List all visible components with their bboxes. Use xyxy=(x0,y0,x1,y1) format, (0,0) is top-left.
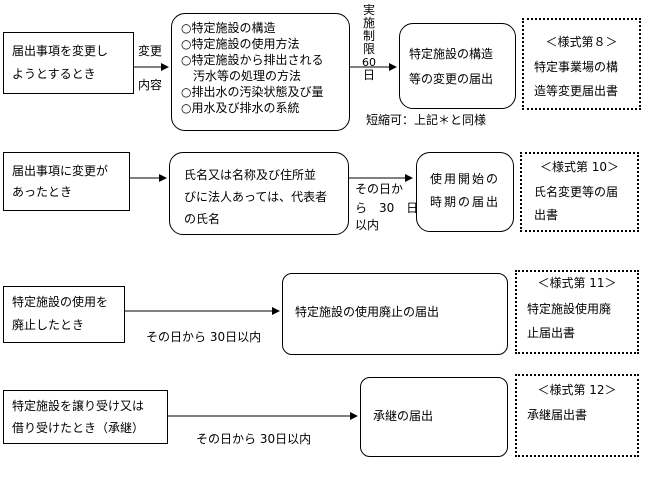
row2-result-box: 使用開始の 時期の届出 xyxy=(416,152,514,232)
row1-result-box: 特定施設の構造 等の変更の届出 xyxy=(399,23,516,109)
row2-deadline-line1: その日か xyxy=(355,182,404,196)
row1-form-box: ＜様式第８＞ 特定事業場の構 造等変更届出書 xyxy=(522,18,641,110)
row2-result-line2: 時期の届出 xyxy=(430,195,501,209)
row1-deadline-char: 限 xyxy=(362,42,375,56)
row4-trigger-line1: 特定施設を譲り受け又は xyxy=(12,399,145,413)
row4-form-name-1: 承継届出書 xyxy=(527,408,588,422)
row2-result-line1: 使用開始の xyxy=(430,172,501,186)
row4-result-box: 承継の届出 xyxy=(360,377,508,457)
row1-edge-label-2: 内容 xyxy=(138,78,163,92)
row2-form-number: ＜様式第 10＞ xyxy=(539,160,620,174)
row1-deadline-char: 日 xyxy=(362,68,375,82)
row3-result-box: 特定施設の使用廃止の届出 xyxy=(282,273,508,355)
row3-form-number: ＜様式第 11＞ xyxy=(537,276,617,290)
row2-item: 氏名又は名称及び住所並 xyxy=(184,168,317,182)
row1-note: 短縮可：上記＊と同様 xyxy=(366,113,487,127)
row1-trigger-line2: ようとするとき xyxy=(12,67,96,81)
row1-form-name-1: 特定事業場の構 xyxy=(534,60,619,74)
row1-item: ○特定施設の使用方法 xyxy=(181,37,300,51)
row1-item: ○特定施設から排出される xyxy=(181,53,324,67)
row4-form-number: ＜様式第 12＞ xyxy=(537,383,617,397)
row1-item: ○特定施設の構造 xyxy=(181,21,276,35)
row2-deadline-line2: ら 30 日 xyxy=(355,201,419,215)
row1-item: ○用水及び排水の系統 xyxy=(181,101,300,115)
row3-trigger-line2: 廃止したとき xyxy=(12,318,85,332)
row4-trigger-box: 特定施設を譲り受け又は 借り受けたとき（承継） xyxy=(3,390,168,444)
row1-deadline-char: 60 xyxy=(362,56,376,69)
row3-deadline: その日から 30日以内 xyxy=(146,330,262,344)
row2-items-box: 氏名又は名称及び住所並 びに法人あっては、代表者 の氏名 xyxy=(169,152,349,235)
row2-deadline-line3: 以内 xyxy=(355,218,380,232)
row1-deadline-char: 施 xyxy=(362,16,375,30)
row3-result: 特定施設の使用廃止の届出 xyxy=(295,305,440,319)
row4-trigger-line2: 借り受けたとき（承継） xyxy=(12,421,145,435)
row1-result-line1: 特定施設の構造 xyxy=(409,47,494,61)
row3-form-box: ＜様式第 11＞ 特定施設使用廃 止届出書 xyxy=(515,270,639,354)
row3-trigger-line1: 特定施設の使用を xyxy=(12,295,109,309)
row2-form-name-1: 氏名変更等の届 xyxy=(534,185,619,199)
row1-deadline-char: 実 xyxy=(362,3,375,17)
row4-deadline: その日から 30日以内 xyxy=(196,432,312,446)
row3-form-name-2: 止届出書 xyxy=(527,326,576,340)
row2-trigger-box: 届出事項に変更が あったとき xyxy=(3,152,130,211)
row1-items-box: ○特定施設の構造 ○特定施設の使用方法 ○特定施設から排出される 汚水等の処理の… xyxy=(171,13,350,131)
row2-form-name-2: 出書 xyxy=(534,208,559,222)
row1-form-number: ＜様式第８＞ xyxy=(545,35,618,49)
row1-trigger-box: 届出事項を変更し ようとするとき xyxy=(3,32,134,94)
row4-form-box: ＜様式第 12＞ 承継届出書 xyxy=(515,374,639,457)
row1-form-name-2: 造等変更届出書 xyxy=(534,84,619,98)
row1-trigger-line1: 届出事項を変更し xyxy=(12,44,109,58)
row3-form-name-1: 特定施設使用廃 xyxy=(527,302,612,316)
row2-item: の氏名 xyxy=(184,212,221,226)
row2-trigger-line2: あったとき xyxy=(12,185,73,199)
row2-item: びに法人あっては、代表者 xyxy=(184,190,328,204)
row1-deadline-char: 制 xyxy=(362,29,375,43)
row1-item: 汚水等の処理の方法 xyxy=(181,69,302,83)
row2-trigger-line1: 届出事項に変更が xyxy=(12,164,109,178)
row4-result: 承継の届出 xyxy=(373,409,434,423)
row1-result-line2: 等の変更の届出 xyxy=(409,72,494,86)
row1-item: ○排出水の汚染状態及び量 xyxy=(181,85,324,99)
row3-trigger-box: 特定施設の使用を 廃止したとき xyxy=(3,286,125,343)
row2-form-box: ＜様式第 10＞ 氏名変更等の届 出書 xyxy=(520,152,639,232)
row1-edge-label-1: 変更 xyxy=(138,44,163,58)
row1-deadline: 実 施 制 限 60 日 xyxy=(361,4,377,82)
